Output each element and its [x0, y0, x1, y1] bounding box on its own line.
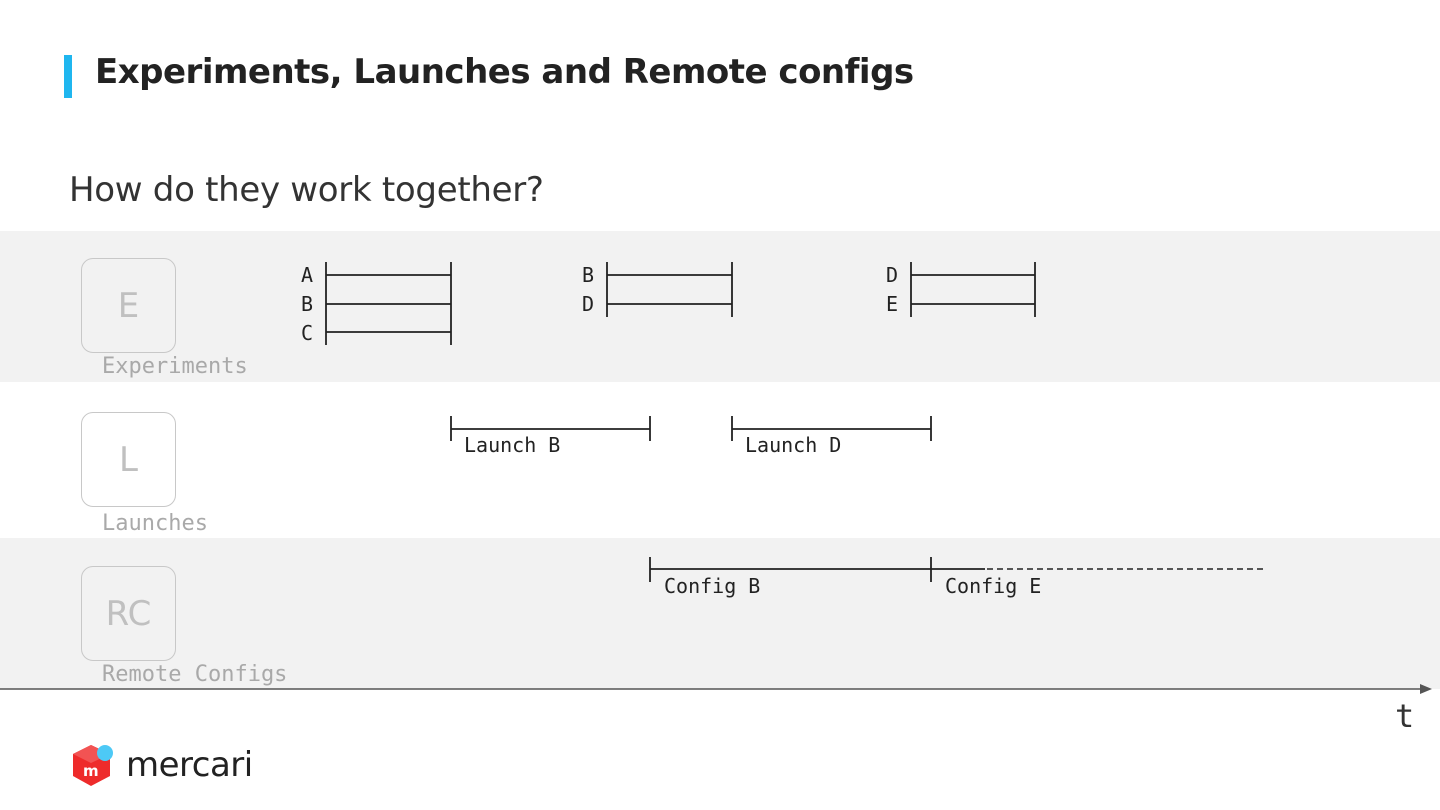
experiment-letter: B	[301, 292, 313, 316]
brand-name: mercari	[126, 745, 253, 785]
launch-label: Launch B	[464, 433, 560, 457]
time-axis-label: t	[1395, 697, 1415, 735]
mercari-logo: m mercari	[70, 742, 253, 788]
experiments-icon: E	[81, 258, 176, 353]
experiment-letter: E	[886, 292, 898, 316]
remote-configs-row-label: Remote Configs	[102, 662, 288, 687]
remote-configs-band	[0, 538, 1440, 689]
title-accent-bar	[64, 55, 72, 98]
time-axis-arrowhead	[1420, 684, 1432, 694]
config-label: Config E	[945, 574, 1041, 598]
page-title: Experiments, Launches and Remote configs	[95, 52, 914, 92]
page-subtitle: How do they work together?	[69, 170, 544, 210]
experiment-letter: C	[301, 321, 313, 345]
svg-text:m: m	[83, 762, 99, 780]
experiment-letter: A	[301, 263, 313, 287]
launch-label: Launch D	[745, 433, 841, 457]
experiment-letter: D	[582, 292, 594, 316]
launches-icon: L	[81, 412, 176, 507]
experiments-band	[0, 231, 1440, 382]
mercari-logo-icon: m	[73, 745, 113, 786]
launches-row-label: Launches	[102, 511, 208, 536]
remote-configs-icon: RC	[81, 566, 176, 661]
experiment-letter: D	[886, 263, 898, 287]
config-label: Config B	[664, 574, 760, 598]
experiments-row-label: Experiments	[102, 354, 248, 379]
experiment-letter: B	[582, 263, 594, 287]
